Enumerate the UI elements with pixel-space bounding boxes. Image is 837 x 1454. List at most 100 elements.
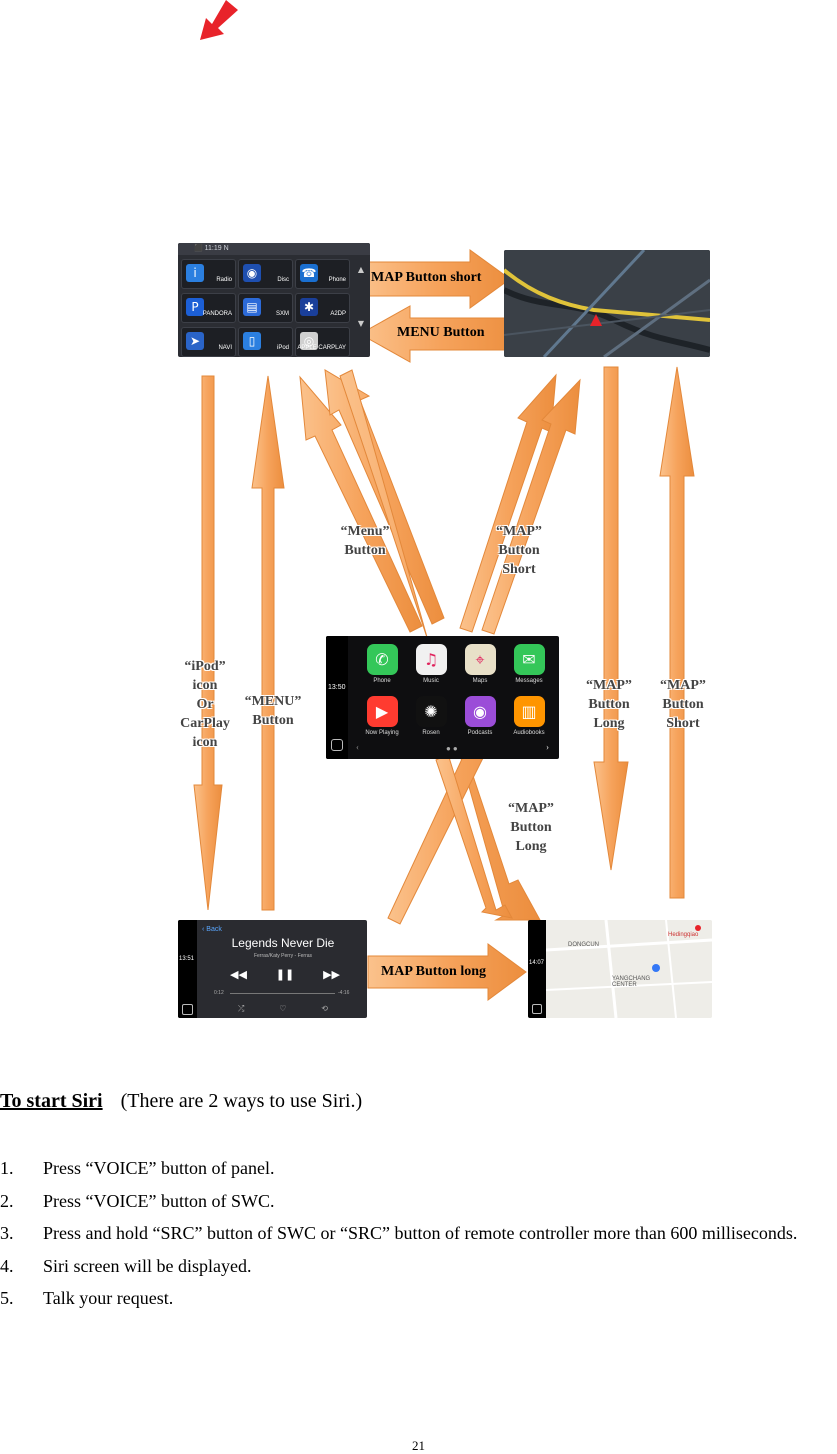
label-menu-button-mid: “Menu” Button xyxy=(340,524,390,558)
section-subheading: (There are 2 ways to use Siri.) xyxy=(120,1090,363,1112)
step-text: Press “VOICE” button of SWC. xyxy=(43,1190,275,1211)
carplay-app-label: Music xyxy=(423,678,439,684)
arrow-ipod-down xyxy=(193,375,223,911)
carplay-map-screenshot: 14:07 DONGCUN YANGCHANG CENTER Hedingqia… xyxy=(528,920,712,1018)
ipod-icon: ▯ xyxy=(243,332,261,350)
pause-icon: ❚❚ xyxy=(275,968,295,981)
label-menu-button-left: “MENU” Button xyxy=(244,694,302,728)
arrow-cross-a xyxy=(435,753,513,919)
music-sidebar: 13:51 xyxy=(178,920,197,1018)
carplay-time: 13:50 xyxy=(328,684,346,691)
carplay-app-label: Rosen xyxy=(422,730,440,736)
carplay-sidebar: 13:50 xyxy=(326,636,348,759)
menu-tile-ipod: ▯ iPod xyxy=(238,327,293,357)
section-heading: To start Siri xyxy=(0,1090,103,1112)
remaining-time: -4:16 xyxy=(338,990,350,996)
map-button-short-label: MAP Button short xyxy=(371,270,482,285)
phone-icon: ☎ xyxy=(300,264,318,282)
flow-arrows xyxy=(193,249,695,1001)
step-number: 5. xyxy=(0,1288,14,1308)
carplay-home-icon xyxy=(331,739,343,751)
messages-icon: ✉ xyxy=(513,644,545,675)
repeat-icon: ⟲ xyxy=(321,1004,328,1013)
menu-tile-a2dp: ✱A2DP xyxy=(295,293,350,323)
carplay-app-now-playing: ▶Now Playing xyxy=(358,694,406,736)
map-label-hedingqiao: Hedingqiao xyxy=(668,932,699,938)
map-button-long-label: MAP Button long xyxy=(381,964,487,979)
map-screen-screenshot xyxy=(504,250,710,357)
carplay-app-podcasts: ◉Podcasts xyxy=(456,694,504,736)
carplay-app-rosen: ✺ Rosen xyxy=(407,694,455,736)
phone-icon: ✆ xyxy=(366,644,398,675)
carplay-home-screenshot: 13:50 ✆ Phone ♫ Music ⌖ Maps ✉ Messages ▶Now Pla… xyxy=(326,636,559,759)
chevron-left-icon: ‹ xyxy=(356,742,359,752)
song-title: Legends Never Die xyxy=(231,936,335,950)
menu-tile-disc: ◉ Disc xyxy=(238,259,293,289)
carplay-app-label: Messages xyxy=(515,678,543,684)
rewind-icon: ◀◀ xyxy=(230,968,247,981)
forward-icon: ▶▶ xyxy=(323,968,340,981)
map-label-dongcun: DONGCUN xyxy=(568,942,599,948)
label-map-button-short-mid: “MAP” Button Short xyxy=(496,524,542,577)
arrow-map-short-right xyxy=(359,249,511,309)
map-sidebar: 14:07 xyxy=(528,920,546,1018)
carplay-app-messages: ✉ Messages xyxy=(505,642,553,684)
siri-steps-list: 1. Press “VOICE” button of panel. 2.Press … xyxy=(0,1152,837,1315)
menu-tile-label: Disc xyxy=(277,277,289,283)
carplay-app-label: Phone xyxy=(373,678,391,684)
arrow-menu-up xyxy=(251,375,285,911)
maps-icon: ⌖ xyxy=(464,644,496,675)
step-number: 4. xyxy=(0,1255,14,1276)
step-text: Press and hold “SRC” button of SWC or “S… xyxy=(43,1223,798,1243)
step-item: 4. Siri screen will be displayed. xyxy=(0,1250,837,1283)
navigation-icon: ➤ xyxy=(186,332,204,350)
menu-scroll-arrows: ▲▼ xyxy=(357,265,365,328)
arrow-map-short-up xyxy=(659,366,695,899)
music-icon: ♫ xyxy=(415,644,447,675)
carplay-app-maps: ⌖ Maps xyxy=(456,642,504,684)
step-text: Talk your request. xyxy=(43,1288,174,1308)
menu-tile-label: PANDORA xyxy=(202,311,232,317)
step-number: 1. xyxy=(0,1158,14,1178)
arrow-menu-mid-a xyxy=(299,375,423,633)
pandora-icon: P xyxy=(186,298,204,316)
menu-tile-apple-carplay: ◎APPLE CARPLAY xyxy=(295,327,350,357)
menu-tile-label: SXM xyxy=(275,311,289,317)
song-artist: Ferras/Katy Perry - Ferras xyxy=(253,953,313,959)
carplay-app-music: ♫ Music xyxy=(407,642,455,684)
disc-icon: ◉ xyxy=(243,264,261,282)
step-item: 3. Press and hold “SRC” button of SWC or … xyxy=(0,1217,837,1250)
carplay-app-audiobooks: ▥Audiobooks xyxy=(505,694,553,736)
arrow-map-long-down xyxy=(593,366,629,871)
menu-tile-label: NAVI xyxy=(218,345,232,351)
sxm-icon: ▤ xyxy=(243,298,261,316)
label-map-button-long-right: “MAP” Button Long xyxy=(586,678,632,731)
step-text: Siri screen will be displayed. xyxy=(43,1255,252,1276)
menu-tile-sxm: ▤ SXM xyxy=(238,293,293,323)
carplay-app-label: Audiobooks xyxy=(513,730,545,736)
arrow-map-long-right xyxy=(367,943,527,1001)
menu-tile-label: iPod xyxy=(276,345,289,351)
now-playing-icon: ▶ xyxy=(366,696,398,727)
menu-tile-label: Phone xyxy=(328,277,346,283)
rosen-icon: ✺ xyxy=(415,696,447,727)
podcasts-icon: ◉ xyxy=(464,696,496,727)
music-home-icon xyxy=(182,1004,193,1015)
step-number: 3. xyxy=(0,1223,14,1243)
carplay-app-phone: ✆ Phone xyxy=(358,642,406,684)
page-number: 21 xyxy=(412,1438,425,1453)
menu-tile-navi: ➤ NAVI xyxy=(181,327,236,357)
playback-controls: ◀◀ ❚❚ ▶▶ xyxy=(230,968,340,981)
arrow-mapshort-mid-b xyxy=(481,378,581,635)
carplay-app-label: Maps xyxy=(472,678,488,684)
arrow-menu-left xyxy=(358,305,521,363)
page-dots-icon: ● ● xyxy=(446,744,458,753)
map-home-icon xyxy=(532,1004,542,1014)
step-text: Press “VOICE” button of panel. xyxy=(43,1158,275,1178)
step-item: 2.Press “VOICE” button of SWC. xyxy=(0,1185,837,1218)
carplay-icon: ◎ xyxy=(300,332,318,350)
red-pointer-arrow-icon xyxy=(200,0,238,40)
